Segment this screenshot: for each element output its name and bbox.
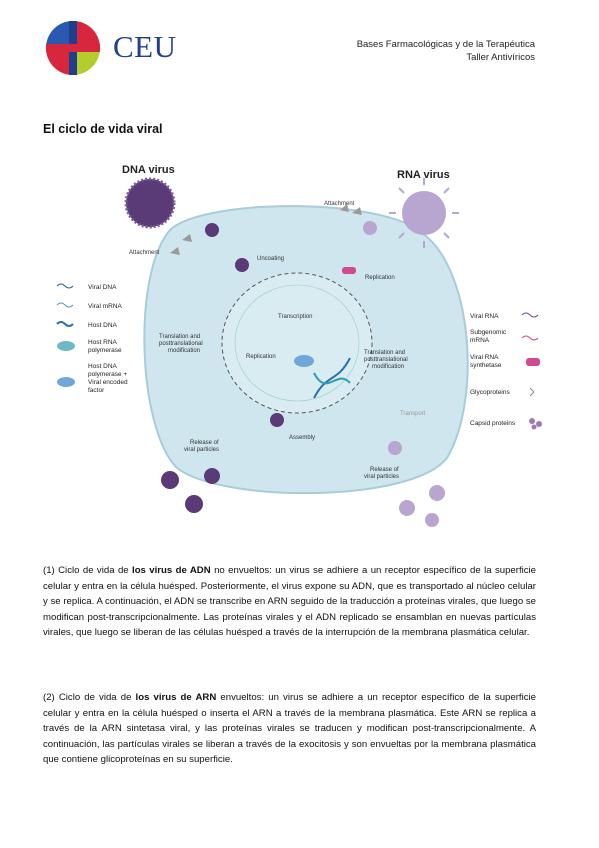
uncoating-label: Uncoating xyxy=(257,256,284,262)
page-title: El ciclo de vida viral xyxy=(43,122,163,136)
legend-synthetase-1: Viral RNA xyxy=(470,354,499,361)
legend-subgenomic-1: Subgenomic xyxy=(470,329,507,336)
rna-virus-icon xyxy=(402,191,446,235)
paragraph-dna-virus: (1) Ciclo de vida de los virus de ADN no… xyxy=(43,563,536,641)
translation-left-label-1: Translation and xyxy=(159,334,200,340)
legend-viral-rna: Viral RNA xyxy=(470,313,499,320)
attachment-left-label: Attachment xyxy=(129,250,160,256)
dna-virus-label: DNA virus xyxy=(122,164,175,176)
legend-host-dna-pol-2: polymerase + xyxy=(88,371,127,378)
paragraph2-bold: los virus de ARN xyxy=(135,692,217,703)
attachment-right-label: Attachment xyxy=(324,201,355,207)
translation-right-label-2: posttranslational xyxy=(364,357,408,363)
nucleus xyxy=(221,272,373,414)
transcription-label: Transcription xyxy=(278,314,312,320)
paragraph1-bold: los virus de ADN xyxy=(132,565,211,576)
translation-left-label-3: modification xyxy=(168,348,200,354)
paragraph-rna-virus: (2) Ciclo de vida de los virus de ARN en… xyxy=(43,690,536,768)
ceu-logo-icon xyxy=(46,21,100,75)
logo-text: CEU xyxy=(113,29,177,64)
release-right-label-2: viral particles xyxy=(364,474,399,480)
course-name: Bases Farmacológicas y de la Terapéutica xyxy=(356,39,535,50)
legend-host-dna-pol-3: Viral encoded xyxy=(88,379,128,386)
release-left-label-1: Release of xyxy=(190,440,219,446)
legend-host-dna-pol-1: Host DNA xyxy=(88,363,118,370)
dna-virus-icon xyxy=(126,179,174,227)
legend-host-rna-1: Host RNA xyxy=(88,339,118,346)
release-right-label-1: Release of xyxy=(370,467,399,473)
paragraph1-prefix: (1) Ciclo de vida de xyxy=(43,565,133,576)
release-left-label-2: viral particles xyxy=(184,447,219,453)
legend-subgenomic-2: mRNA xyxy=(470,337,490,344)
workshop-name: Taller Antivíricos xyxy=(466,52,535,63)
legend-host-dna: Host DNA xyxy=(88,322,118,329)
assembly-label: Assembly xyxy=(289,435,315,441)
transport-label: Transport xyxy=(400,411,426,417)
legend-synthetase-2: synthetase xyxy=(470,362,502,369)
replication-rna-label: Replication xyxy=(365,275,395,281)
legend-viral-dna: Viral DNA xyxy=(88,284,117,291)
legend-host-rna-2: polymerase xyxy=(88,347,122,354)
rna-virus-label: RNA virus xyxy=(397,169,450,181)
translation-right-label-3: modification xyxy=(372,364,404,370)
replication-dna-label: Replication xyxy=(246,354,276,360)
viral-life-cycle-figure: DNA virus Attachment RNA virus Attachmen… xyxy=(56,164,542,527)
translation-right-label-1: Translation and xyxy=(364,350,405,356)
paragraph2-text: envueltos: un virus se adhiere a un rece… xyxy=(43,692,536,766)
paragraph2-prefix: (2) Ciclo de vida de xyxy=(43,692,136,703)
document-header: Bases Farmacológicas y de la Terapéutica… xyxy=(357,38,535,64)
translation-left-label-2: posttranslational xyxy=(159,341,203,347)
legend-capsid-proteins: Capsid proteins xyxy=(470,420,516,427)
legend-viral-mrna: Viral mRNA xyxy=(88,303,122,310)
paragraph1-text: no envueltos: un virus se adhiere a un r… xyxy=(43,565,536,639)
legend-host-dna-pol-4: factor xyxy=(88,387,105,394)
legend-glycoproteins: Glycoproteins xyxy=(470,389,510,396)
